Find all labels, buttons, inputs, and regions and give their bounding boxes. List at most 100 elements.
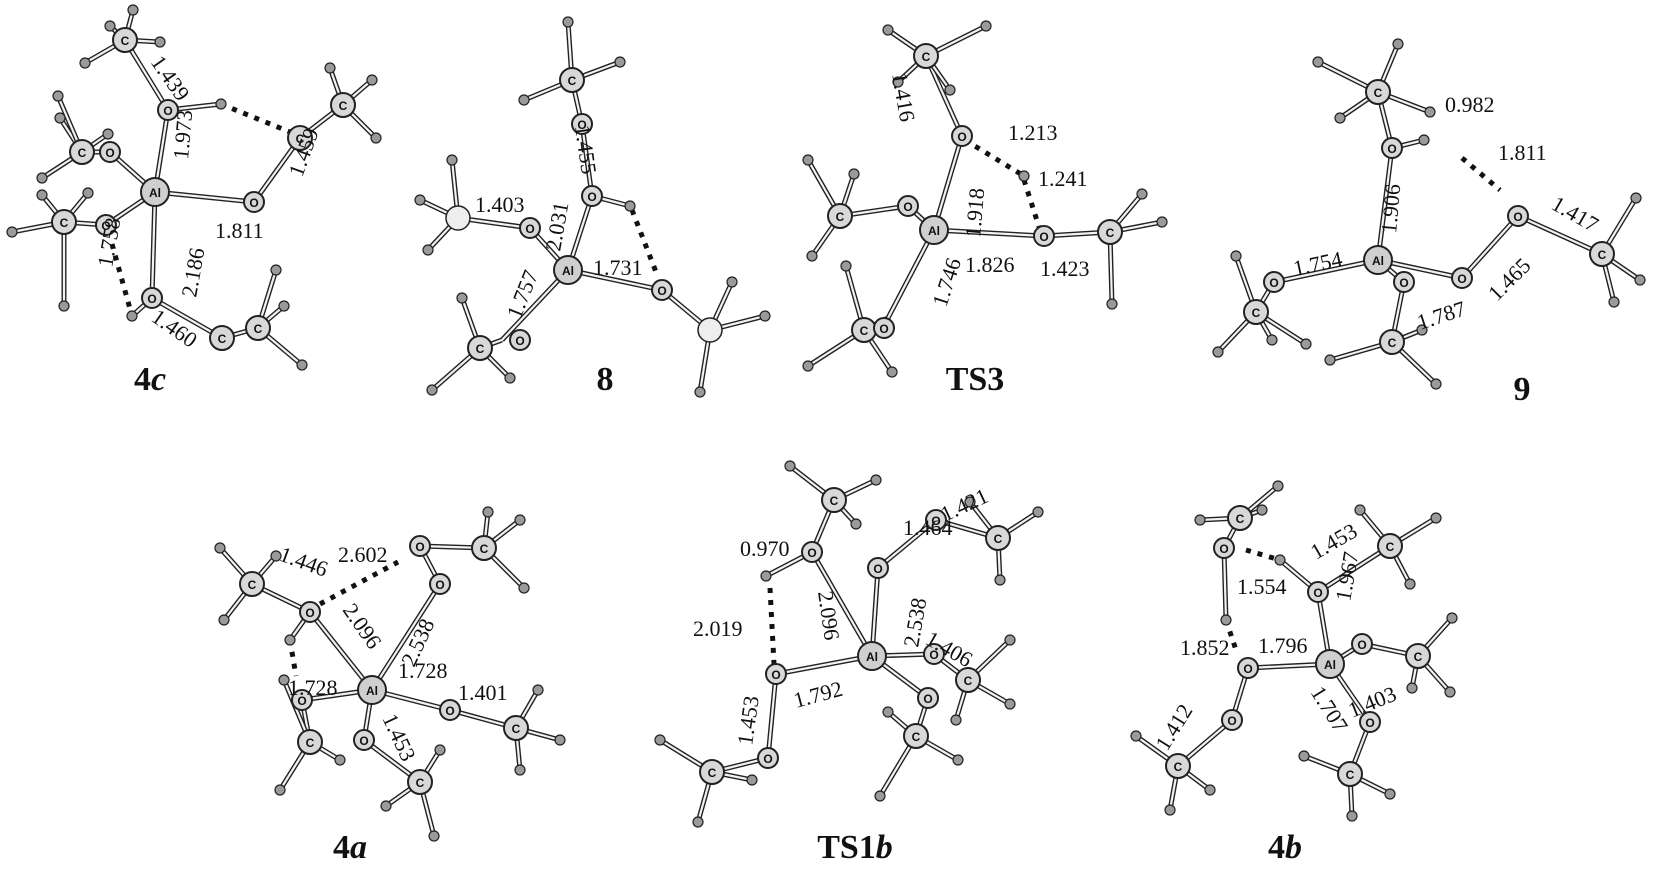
distance-label: 1.464 bbox=[903, 515, 953, 540]
hydrogen-atom bbox=[36, 189, 48, 201]
oxygen-atom bbox=[897, 195, 919, 217]
carbon-atom bbox=[1227, 505, 1253, 531]
bond-highlight bbox=[309, 611, 373, 691]
carbon-atom bbox=[1365, 79, 1391, 105]
carbon-atom bbox=[559, 67, 585, 93]
oxygen-atom bbox=[873, 317, 895, 339]
hydrogen-atom bbox=[426, 384, 438, 396]
oxygen-atom bbox=[1393, 271, 1415, 293]
bond-highlight bbox=[933, 228, 1045, 238]
hydrogen-atom bbox=[1354, 504, 1366, 516]
oxygen-atom-symbol: O bbox=[1513, 210, 1522, 224]
hydrogen-atom bbox=[1324, 354, 1336, 366]
hydrogen-atom bbox=[334, 754, 346, 766]
bond-highlight bbox=[253, 137, 301, 203]
oxygen-atom bbox=[141, 287, 163, 309]
hydrogen-atom bbox=[324, 62, 336, 74]
bond-highlight bbox=[1517, 214, 1603, 256]
oxygen-atom-symbol: O bbox=[1457, 272, 1466, 286]
oxygen-atom-symbol: O bbox=[879, 322, 888, 336]
hydrogen-atom bbox=[126, 310, 138, 322]
hydrogen-atom bbox=[1634, 274, 1646, 286]
bond-highlight bbox=[150, 191, 157, 299]
hydrogen-atom bbox=[850, 518, 862, 530]
bond-highlight bbox=[775, 654, 873, 676]
structure-label-9: 9 bbox=[1514, 371, 1531, 408]
hydrogen-atom bbox=[950, 714, 962, 726]
hydrogen-atom bbox=[1266, 334, 1278, 346]
distance-label: 1.453 bbox=[732, 694, 764, 746]
oxygen-atom-symbol: O bbox=[101, 219, 110, 233]
carbon-atom-symbol: C bbox=[1388, 336, 1397, 350]
hydrogen-atom bbox=[1430, 512, 1442, 524]
oxygen-atom bbox=[291, 689, 313, 711]
hydrogen-atom bbox=[428, 830, 440, 842]
hydrogen-atom bbox=[514, 514, 526, 526]
hydrogen-atom bbox=[82, 187, 94, 199]
hydrogen-atom bbox=[1004, 634, 1016, 646]
hydrogen-atom bbox=[1406, 682, 1418, 694]
oxygen-atom bbox=[95, 214, 117, 236]
carbon-atom bbox=[297, 729, 323, 755]
distance-label: 1.826 bbox=[965, 252, 1015, 277]
hydrogen-atom bbox=[1156, 216, 1168, 228]
distance-label: 1.213 bbox=[1008, 120, 1058, 145]
oxygen-atom bbox=[651, 279, 673, 301]
hydrogen-atom bbox=[874, 790, 886, 802]
hydrogen-atom bbox=[1230, 250, 1242, 262]
aluminum-atom bbox=[140, 177, 170, 207]
oxygen-atom bbox=[1033, 225, 1055, 247]
distance-label: 2.031 bbox=[540, 200, 573, 253]
carbon-atom bbox=[112, 27, 138, 53]
bond-highlight bbox=[154, 190, 255, 204]
hydrogen-atom bbox=[1334, 112, 1346, 124]
hydrogen-atom bbox=[654, 734, 666, 746]
carbon-atom bbox=[287, 125, 313, 151]
distance-label: 1.241 bbox=[1038, 166, 1088, 191]
hydrogen-atom bbox=[1312, 56, 1324, 68]
distance-label: 1.811 bbox=[215, 218, 264, 243]
hydrogen-atom bbox=[214, 542, 226, 554]
hydrogen-atom bbox=[1212, 346, 1224, 358]
oxygen-atom bbox=[1351, 633, 1373, 655]
distance-label: 1.746 bbox=[927, 255, 966, 310]
distance-label: 1.446 bbox=[276, 541, 331, 581]
carbon-atom-symbol: C bbox=[218, 332, 227, 346]
hydrogen-atom bbox=[964, 496, 976, 508]
hydrogen-atom bbox=[514, 764, 526, 776]
hydrogen-atom bbox=[284, 634, 296, 646]
distance-label: 1.787 bbox=[1414, 296, 1469, 335]
hydrogen-atom bbox=[434, 744, 446, 756]
oxygen-atom-symbol: O bbox=[435, 578, 444, 592]
oxygen-atom bbox=[243, 191, 265, 213]
oxygen-atom bbox=[581, 185, 603, 207]
hydrogen-atom bbox=[994, 574, 1006, 586]
carbon-atom bbox=[1165, 753, 1191, 779]
distance-label: 1.754 bbox=[1291, 246, 1345, 281]
hydrogen-atom bbox=[1130, 730, 1142, 742]
carbon-atom bbox=[699, 759, 725, 785]
distance-label: 2.186 bbox=[176, 246, 209, 299]
oxygen-atom bbox=[509, 329, 531, 351]
hydrogen-atom bbox=[840, 260, 852, 272]
oxygen-atom bbox=[1213, 537, 1235, 559]
hydrogen-atom bbox=[1204, 784, 1216, 796]
distance-label: 1.554 bbox=[1237, 574, 1287, 599]
carbon-atom bbox=[827, 203, 853, 229]
oxygen-atom bbox=[409, 535, 431, 557]
oxygen-atom bbox=[1381, 137, 1403, 159]
hydrogen-atom bbox=[1194, 514, 1206, 526]
carbon-atom bbox=[471, 535, 497, 561]
carbon-atom-symbol: C bbox=[1414, 650, 1423, 664]
hydrogen-bond bbox=[318, 559, 400, 607]
carbon-atom-symbol: C bbox=[1174, 760, 1183, 774]
oxygen-atom-symbol: O bbox=[515, 334, 524, 348]
hydrogen-atom bbox=[79, 57, 91, 69]
hydrogen-atom bbox=[102, 128, 114, 140]
hydroxyl-atom bbox=[445, 205, 471, 231]
carbon-atom-symbol: C bbox=[121, 34, 130, 48]
structure-8: 1.455 1.403 2.031 1.757 1.731 8 bbox=[475, 123, 643, 398]
hydrogen-bond bbox=[1460, 156, 1502, 192]
